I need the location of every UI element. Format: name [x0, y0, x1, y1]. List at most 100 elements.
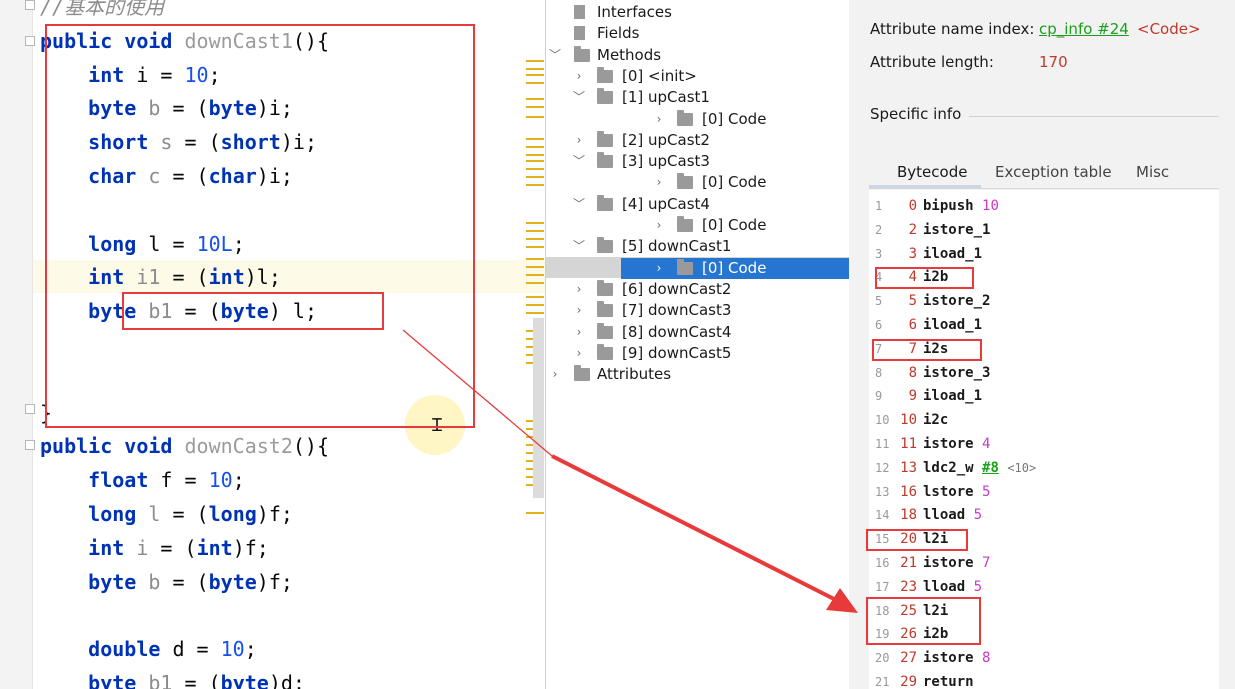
code-line[interactable]: int i = (int)f; [40, 532, 329, 566]
tree-node[interactable]: ›[2] upCast2 [546, 130, 850, 151]
code-line[interactable] [40, 599, 329, 633]
chevron-right-icon[interactable]: › [552, 367, 558, 382]
fold-marker-icon[interactable] [25, 36, 35, 46]
editor-scrollbar-thumb[interactable] [533, 318, 544, 498]
warning-marker[interactable] [526, 154, 544, 156]
warning-marker[interactable] [526, 98, 544, 100]
fold-marker-icon[interactable] [25, 0, 35, 10]
tree-node[interactable]: ›[0] Code [621, 109, 850, 130]
warning-marker[interactable] [526, 116, 544, 118]
warning-marker[interactable] [526, 274, 544, 276]
warning-marker[interactable] [526, 106, 544, 108]
code-line[interactable]: short s = (short)i; [40, 126, 329, 160]
warning-marker[interactable] [526, 160, 544, 162]
chevron-right-icon[interactable]: › [576, 345, 582, 360]
tree-node[interactable]: ﹀[3] upCast3 [546, 151, 850, 172]
chevron-down-icon[interactable]: ﹀ [573, 154, 586, 169]
warning-marker[interactable] [526, 312, 544, 314]
warning-marker[interactable] [526, 146, 544, 148]
warning-marker[interactable] [526, 246, 544, 248]
chevron-right-icon[interactable]: › [576, 68, 582, 83]
warning-marker[interactable] [526, 304, 544, 306]
warning-marker[interactable] [526, 184, 544, 186]
warning-marker[interactable] [526, 282, 544, 284]
tree-node[interactable]: ›[8] downCast4 [546, 322, 850, 343]
code-line[interactable]: public void downCast2(){ [40, 430, 329, 464]
cp-reference-link[interactable]: #8 [982, 459, 999, 476]
code-line[interactable]: //基本的使用 [40, 0, 329, 25]
chevron-right-icon[interactable]: › [656, 260, 662, 275]
warning-marker[interactable] [526, 230, 544, 232]
tab-exception-table[interactable]: Exception table [995, 163, 1112, 181]
tree-node[interactable]: ﹀Methods [546, 45, 850, 66]
warning-marker[interactable] [526, 296, 544, 298]
chevron-right-icon[interactable]: › [576, 303, 582, 318]
warning-marker[interactable] [526, 222, 544, 224]
code-line[interactable]: public void downCast1(){ [40, 25, 329, 59]
chevron-down-icon[interactable]: ﹀ [573, 196, 586, 211]
tree-node[interactable]: ›[0] Code [621, 172, 850, 193]
chevron-right-icon[interactable]: › [576, 324, 582, 339]
warning-marker[interactable] [526, 74, 544, 76]
code-line[interactable]: int i1 = (int)l; [40, 261, 329, 295]
chevron-right-icon[interactable]: › [656, 175, 662, 190]
fold-marker-icon[interactable] [25, 440, 35, 450]
tree-node[interactable]: ›Attributes [546, 364, 850, 385]
warning-marker[interactable] [526, 138, 544, 140]
tree-node[interactable]: ›[0] <init> [546, 66, 850, 87]
chevron-right-icon[interactable]: › [656, 111, 662, 126]
tab-bytecode[interactable]: Bytecode [897, 163, 968, 181]
tree-node[interactable]: Fields [546, 23, 850, 44]
tree-node[interactable]: ﹀[5] downCast1 [546, 236, 850, 257]
code-line[interactable]: long l = (long)f; [40, 498, 329, 532]
tree-node[interactable]: Interfaces [546, 2, 850, 23]
code-line[interactable]: double d = 10; [40, 633, 329, 667]
tree-node[interactable]: ›[7] downCast3 [546, 300, 850, 321]
tree-node[interactable]: ›[0] Code [621, 215, 850, 236]
warning-marker[interactable] [526, 82, 544, 84]
chevron-down-icon[interactable]: ﹀ [573, 239, 586, 254]
tree-node[interactable]: ›[6] downCast2 [546, 279, 850, 300]
code-line[interactable]: float f = 10; [40, 464, 329, 498]
chevron-right-icon[interactable]: › [576, 132, 582, 147]
warning-marker[interactable] [526, 238, 544, 240]
warning-marker[interactable] [526, 512, 544, 514]
warning-marker[interactable] [526, 60, 544, 62]
code-line[interactable]: byte b1 = (byte) l; [40, 295, 329, 329]
warning-marker[interactable] [526, 258, 544, 260]
tree-node[interactable]: ﹀[1] upCast1 [546, 87, 850, 108]
warning-marker[interactable] [526, 168, 544, 170]
tab-misc[interactable]: Misc [1136, 163, 1170, 181]
warning-marker[interactable] [526, 176, 544, 178]
warning-marker[interactable] [526, 266, 544, 268]
code-line[interactable]: byte b = (byte)i; [40, 92, 329, 126]
code-line[interactable]: byte b1 = (byte)d; [40, 667, 329, 689]
tree-node[interactable]: ›[0] Code [621, 257, 850, 279]
code-line[interactable]: int i = 10; [40, 59, 329, 93]
fold-marker-icon[interactable] [25, 404, 35, 414]
